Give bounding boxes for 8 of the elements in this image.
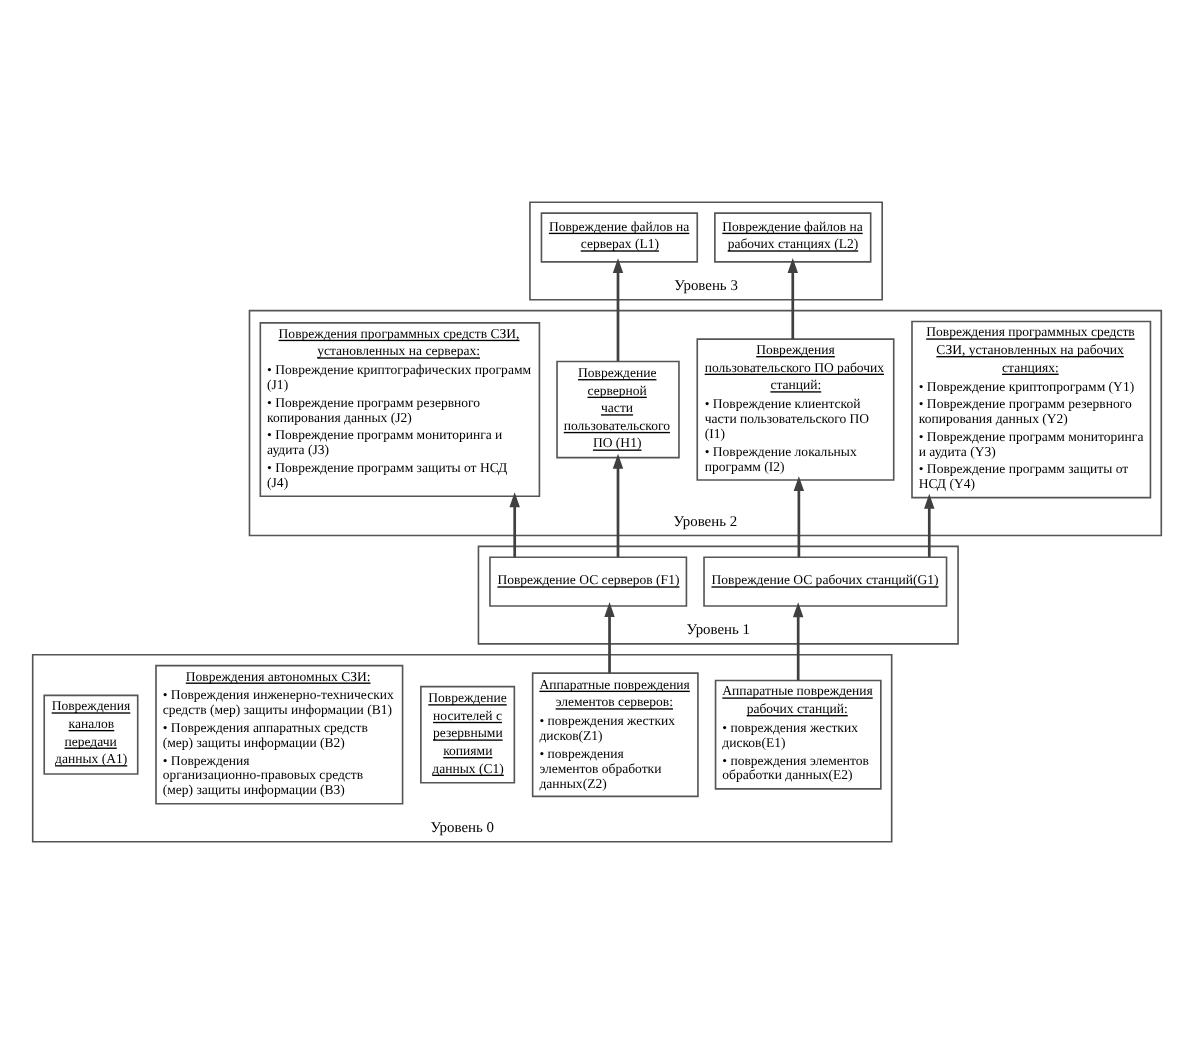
arrow: [924, 492, 935, 556]
arrow: [793, 475, 805, 556]
arrow: [787, 257, 798, 339]
arrow: [612, 452, 624, 556]
arrow: [792, 601, 804, 680]
arrow: [604, 601, 615, 672]
arrow: [612, 257, 624, 361]
arrow: [509, 491, 520, 556]
